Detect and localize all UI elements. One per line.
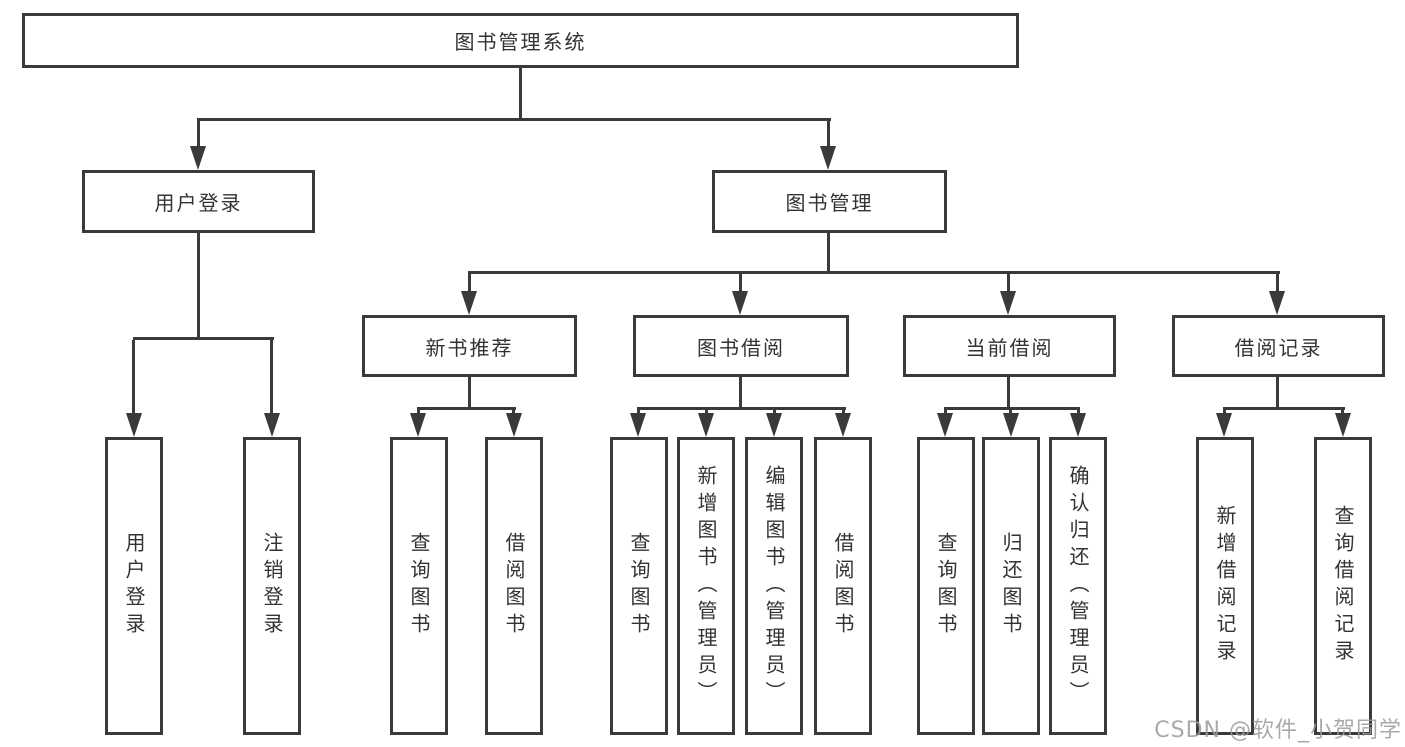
node-new-book-recommend: 新书推荐 xyxy=(362,315,577,377)
leaf-borrow-book: 借阅图书 xyxy=(814,437,872,735)
connector-line xyxy=(133,337,274,340)
leaf-label: 用户登录 xyxy=(122,532,146,640)
connector-line xyxy=(1007,274,1010,294)
arrow-down-icon xyxy=(732,291,748,315)
leaf-borrow-book: 借阅图书 xyxy=(485,437,543,735)
connector-line xyxy=(468,271,1280,274)
connector-line xyxy=(417,407,516,410)
connector-line xyxy=(132,340,135,420)
leaf-label: 查询图书 xyxy=(934,532,958,640)
arrow-down-icon xyxy=(190,146,206,170)
leaf-confirm-return-admin: 确认归还（管理员） xyxy=(1049,437,1107,735)
arrow-down-icon xyxy=(835,413,851,437)
node-user-login: 用户登录 xyxy=(82,170,315,233)
leaf-return-book: 归还图书 xyxy=(982,437,1040,735)
arrow-down-icon xyxy=(410,413,426,437)
leaf-query-borrow-record: 查询借阅记录 xyxy=(1314,437,1372,735)
node-root: 图书管理系统 xyxy=(22,13,1019,68)
arrow-down-icon xyxy=(1003,413,1019,437)
leaf-label: 编辑图书（管理员） xyxy=(762,464,786,708)
leaf-add-book-admin: 新增图书（管理员） xyxy=(677,437,735,735)
connector-line xyxy=(637,407,846,410)
connector-line xyxy=(1223,407,1345,410)
connector-line xyxy=(739,377,742,407)
connector-line xyxy=(197,118,831,121)
leaf-label: 查询借阅记录 xyxy=(1331,505,1355,667)
connector-line xyxy=(827,233,830,271)
connector-line xyxy=(197,233,200,337)
connector-line xyxy=(944,407,1080,410)
connector-line xyxy=(1007,377,1010,407)
leaf-edit-book-admin: 编辑图书（管理员） xyxy=(745,437,803,735)
node-book-management: 图书管理 xyxy=(712,170,947,233)
node-current-borrow: 当前借阅 xyxy=(903,315,1116,377)
arrow-down-icon xyxy=(766,413,782,437)
arrow-down-icon xyxy=(698,413,714,437)
connector-line xyxy=(827,121,830,151)
connector-line xyxy=(519,67,522,120)
arrow-down-icon xyxy=(1216,413,1232,437)
arrow-down-icon xyxy=(1269,291,1285,315)
connector-line xyxy=(197,121,200,151)
connector-line xyxy=(739,274,742,294)
leaf-label: 借阅图书 xyxy=(502,532,526,640)
arrow-down-icon xyxy=(1070,413,1086,437)
arrow-down-icon xyxy=(820,146,836,170)
arrow-down-icon xyxy=(126,413,142,437)
leaf-label: 借阅图书 xyxy=(831,532,855,640)
leaf-user-login: 用户登录 xyxy=(105,437,163,735)
leaf-label: 注销登录 xyxy=(260,532,284,640)
leaf-query-book: 查询图书 xyxy=(610,437,668,735)
leaf-label: 查询图书 xyxy=(407,532,431,640)
leaf-query-book: 查询图书 xyxy=(917,437,975,735)
arrow-down-icon xyxy=(506,413,522,437)
watermark: CSDN @软件_小贺同学 xyxy=(1154,718,1402,743)
node-borrow-record: 借阅记录 xyxy=(1172,315,1385,377)
leaf-label: 确认归还（管理员） xyxy=(1066,464,1090,708)
leaf-label: 新增借阅记录 xyxy=(1213,505,1237,667)
leaf-label: 归还图书 xyxy=(999,532,1023,640)
arrow-down-icon xyxy=(1000,291,1016,315)
leaf-label: 新增图书（管理员） xyxy=(694,464,718,708)
arrow-down-icon xyxy=(264,413,280,437)
arrow-down-icon xyxy=(630,413,646,437)
connector-line xyxy=(1276,377,1279,407)
arrow-down-icon xyxy=(461,291,477,315)
leaf-add-borrow-record: 新增借阅记录 xyxy=(1196,437,1254,735)
arrow-down-icon xyxy=(937,413,953,437)
node-book-borrow: 图书借阅 xyxy=(633,315,849,377)
connector-line xyxy=(468,377,471,407)
connector-line xyxy=(1276,274,1279,294)
arrow-down-icon xyxy=(1335,413,1351,437)
leaf-query-book: 查询图书 xyxy=(390,437,448,735)
connector-line xyxy=(270,340,273,420)
leaf-label: 查询图书 xyxy=(627,532,651,640)
connector-line xyxy=(468,274,471,294)
leaf-logout: 注销登录 xyxy=(243,437,301,735)
